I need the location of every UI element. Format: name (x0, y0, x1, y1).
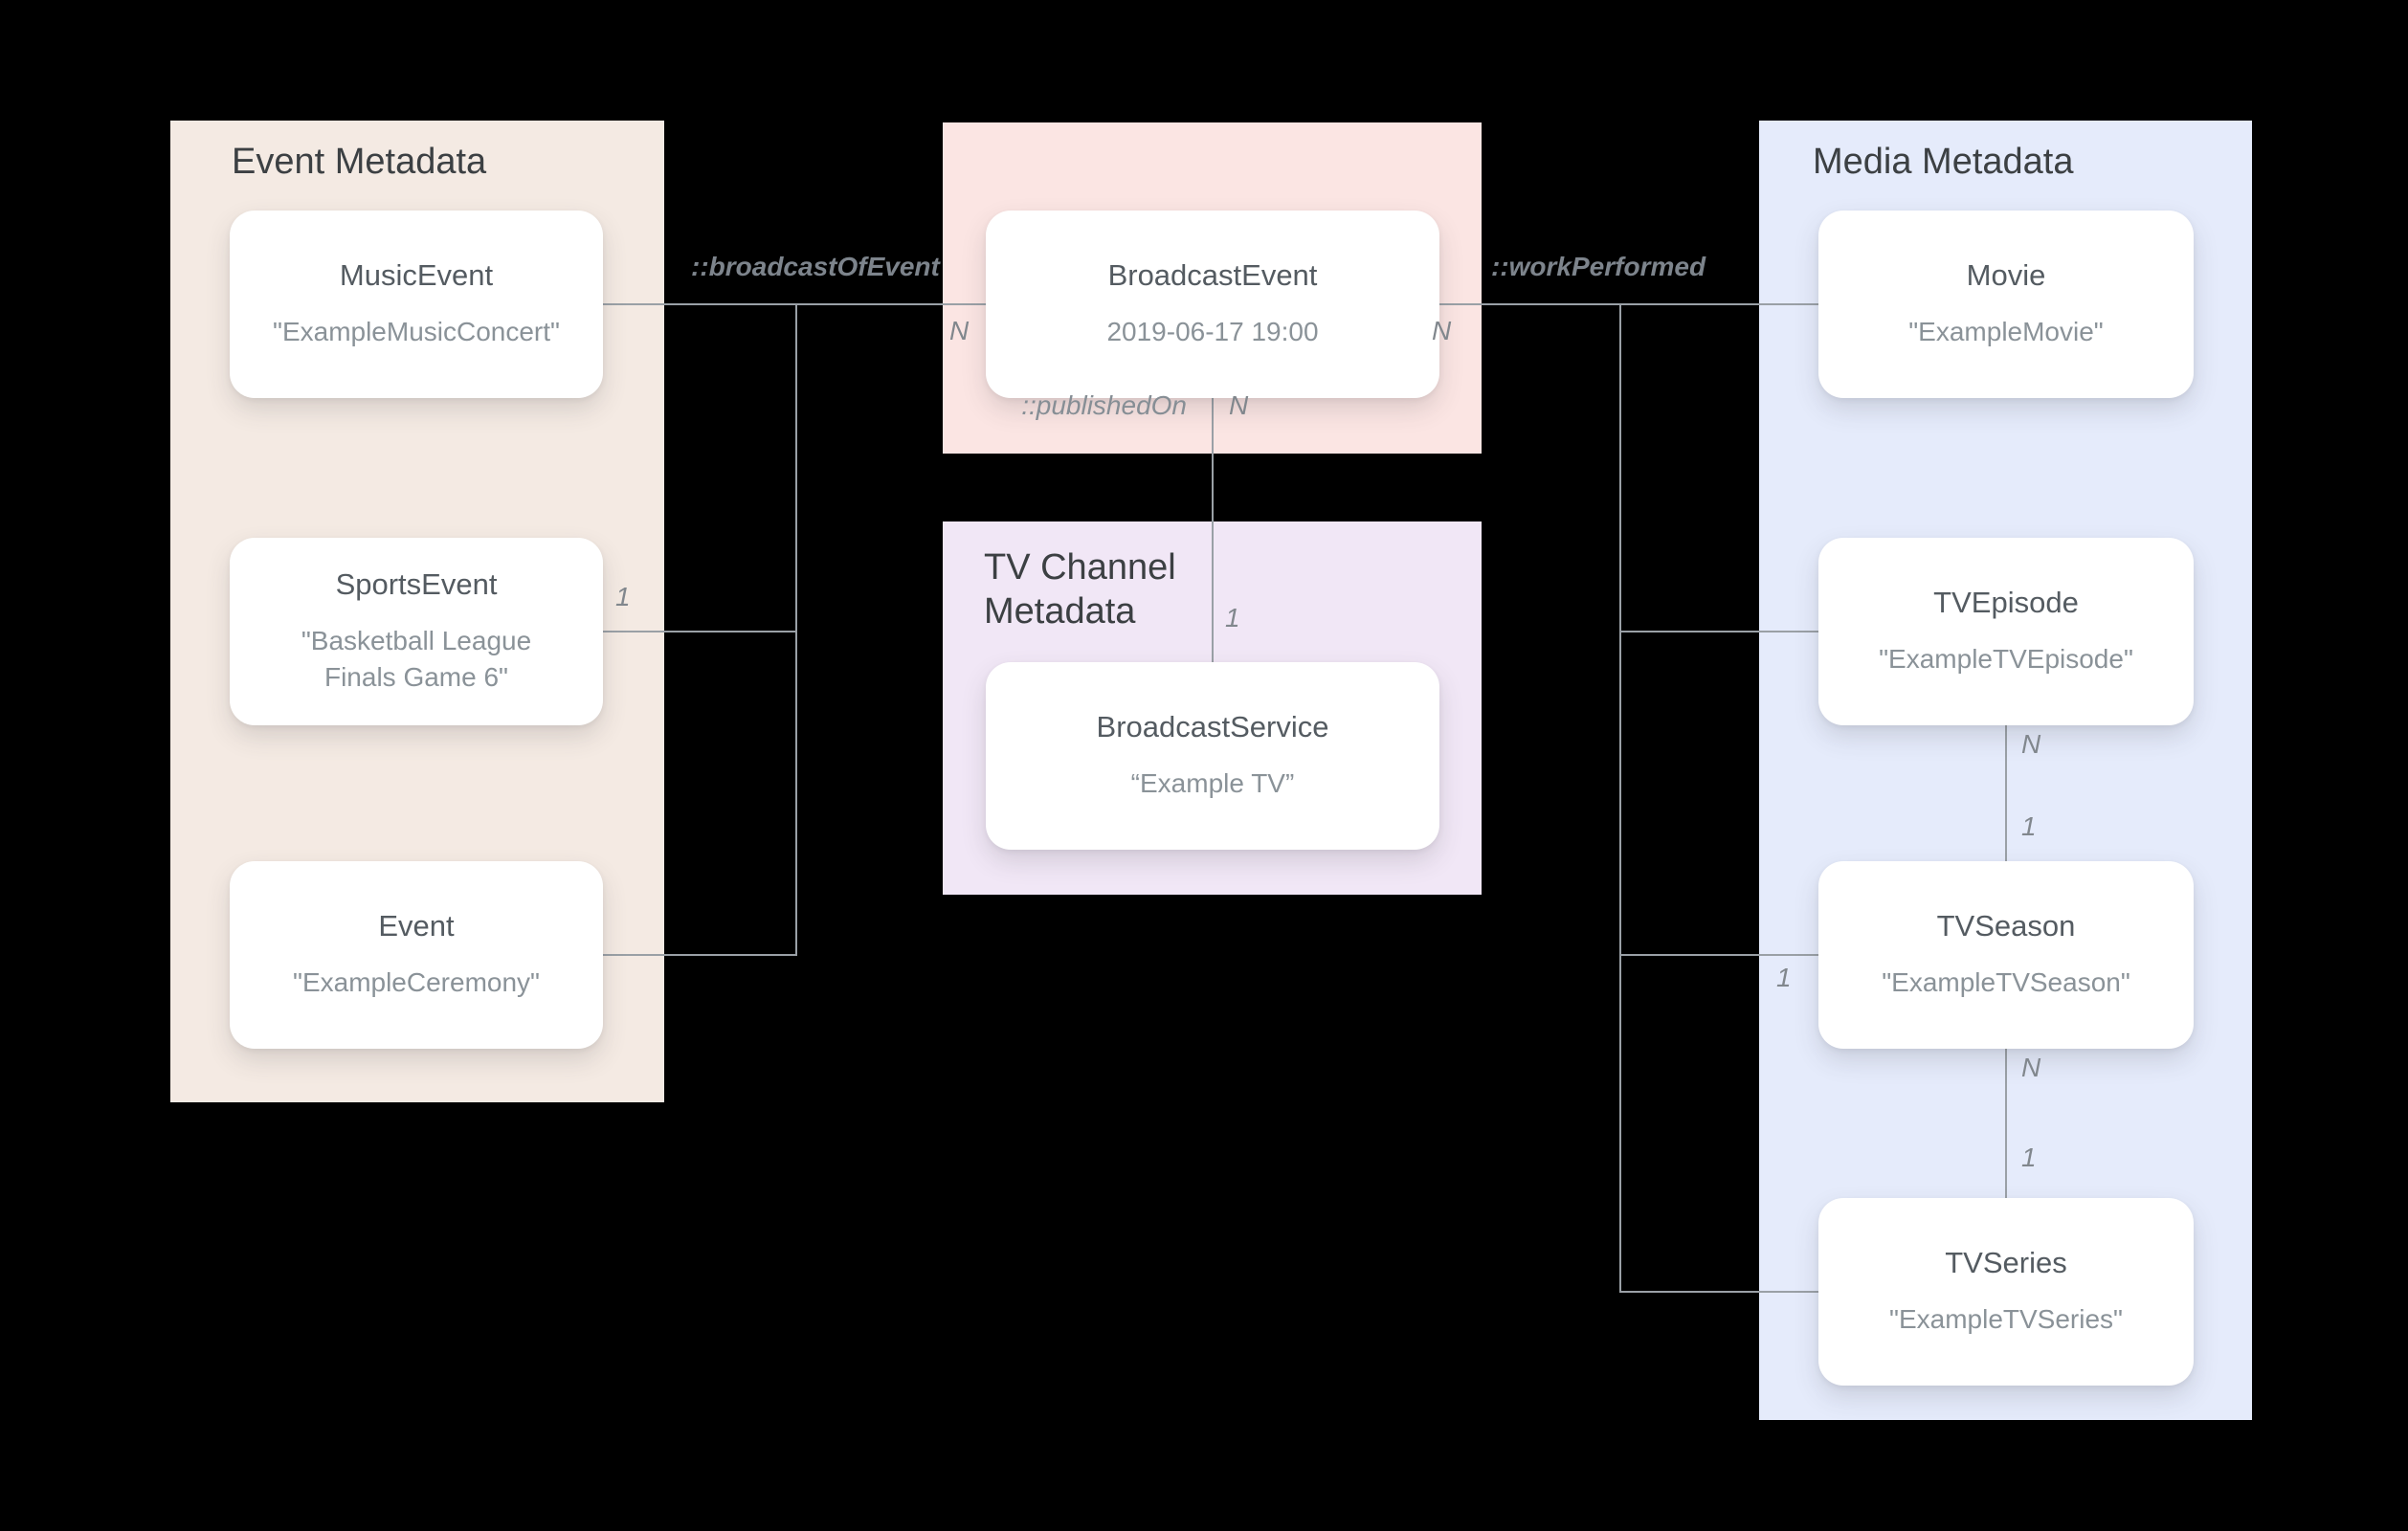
node-title: BroadcastService (1096, 710, 1329, 744)
line-left-trunk (795, 303, 797, 956)
node-title: Event (378, 909, 455, 943)
node-broadcast-event: BroadcastEvent 2019-06-17 19:00 (986, 211, 1439, 398)
node-music-event: MusicEvent "ExampleMusicConcert" (230, 211, 603, 398)
node-title: Movie (1966, 258, 2046, 293)
line-published-on (1212, 398, 1214, 662)
cardinality-episode-to-season-n: N (2021, 729, 2041, 759)
label-work-performed: ::workPerformed (1491, 252, 1706, 281)
line-right-trunk (1619, 303, 1621, 1293)
node-value: 2019-06-17 19:00 (1106, 317, 1319, 347)
node-value: "ExampleMovie" (1908, 317, 2104, 347)
tv-channel-metadata-title: TV Channel Metadata (984, 547, 1176, 632)
label-published-on: ::publishedOn (1021, 390, 1187, 420)
node-title: TVSeries (1945, 1246, 2067, 1280)
cardinality-season-to-series-1: 1 (2021, 1143, 2037, 1172)
node-broadcast-service: BroadcastService “Example TV” (986, 662, 1439, 850)
node-sports-event: SportsEvent "Basketball League Finals Ga… (230, 538, 603, 725)
node-value: "ExampleTVSeries" (1889, 1304, 2123, 1335)
cardinality-work-performed-n: N (1432, 316, 1452, 345)
node-value: "ExampleCeremony" (293, 967, 540, 998)
node-title: TVEpisode (1933, 586, 2079, 620)
event-metadata-title: Event Metadata (232, 142, 487, 182)
cardinality-sports-event-1: 1 (615, 582, 631, 611)
line-sports-event-branch (603, 631, 797, 632)
cardinality-published-on-1: 1 (1225, 603, 1240, 632)
line-tv-episode-branch (1619, 631, 1818, 632)
node-value: "ExampleTVEpisode" (1879, 644, 2133, 675)
node-value: "ExampleTVSeason" (1882, 967, 2130, 998)
node-title: TVSeason (1936, 909, 2076, 943)
node-value: "ExampleMusicConcert" (273, 317, 560, 347)
node-value: “Example TV” (1130, 768, 1295, 799)
label-broadcast-of-event: ::broadcastOfEvent (691, 252, 940, 281)
cardinality-broadcast-of-event-n: N (949, 316, 970, 345)
line-event-branch (603, 954, 797, 956)
node-title: BroadcastEvent (1107, 258, 1318, 293)
line-episode-to-season (2005, 725, 2007, 861)
cardinality-tv-season-1: 1 (1776, 963, 1792, 992)
node-event: Event "ExampleCeremony" (230, 861, 603, 1049)
node-tv-episode: TVEpisode "ExampleTVEpisode" (1818, 538, 2194, 725)
line-broadcast-of-event (603, 303, 986, 305)
line-tv-series-branch (1619, 1291, 1818, 1293)
cardinality-published-on-n: N (1229, 390, 1249, 420)
cardinality-episode-to-season-1: 1 (2021, 811, 2037, 841)
node-value: "Basketball League Finals Game 6" (301, 626, 532, 692)
cardinality-season-to-series-n: N (2021, 1053, 2041, 1082)
line-season-to-series (2005, 1049, 2007, 1198)
node-title: SportsEvent (335, 567, 498, 602)
node-tv-series: TVSeries "ExampleTVSeries" (1818, 1198, 2194, 1386)
node-title: MusicEvent (339, 258, 494, 293)
node-movie: Movie "ExampleMovie" (1818, 211, 2194, 398)
line-tv-season-branch (1619, 954, 1818, 956)
node-tv-season: TVSeason "ExampleTVSeason" (1818, 861, 2194, 1049)
media-metadata-title: Media Metadata (1813, 142, 2074, 182)
line-work-performed (1439, 303, 1818, 305)
